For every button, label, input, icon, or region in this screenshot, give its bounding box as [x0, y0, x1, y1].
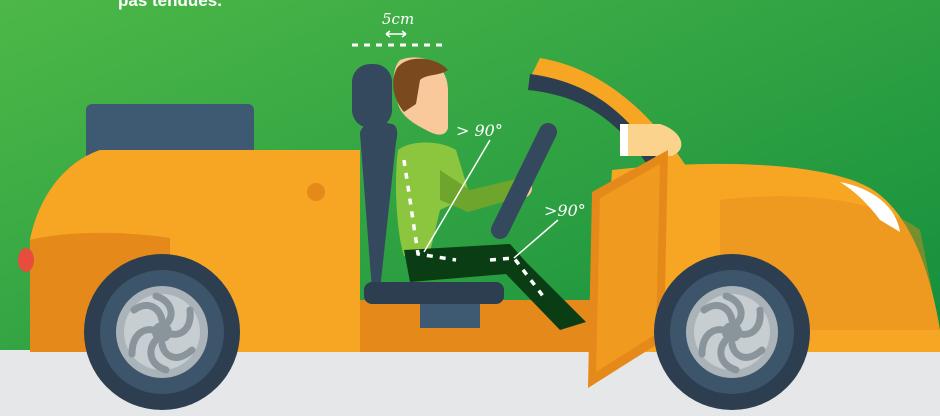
knee-angle-label: >90° [544, 201, 586, 220]
headrest [352, 64, 392, 128]
rear-wheel [84, 254, 240, 410]
hip-angle-label: > 90° [456, 121, 503, 140]
headrest-gap-label: 5cm [382, 10, 414, 28]
seat-cushion [364, 282, 504, 304]
front-wheel [654, 254, 810, 410]
tail-light [18, 248, 34, 272]
caption-text: pas tendues. [118, 0, 222, 11]
seat-base [420, 304, 480, 328]
fuel-cap [307, 183, 325, 201]
mirror-glass [620, 124, 628, 156]
